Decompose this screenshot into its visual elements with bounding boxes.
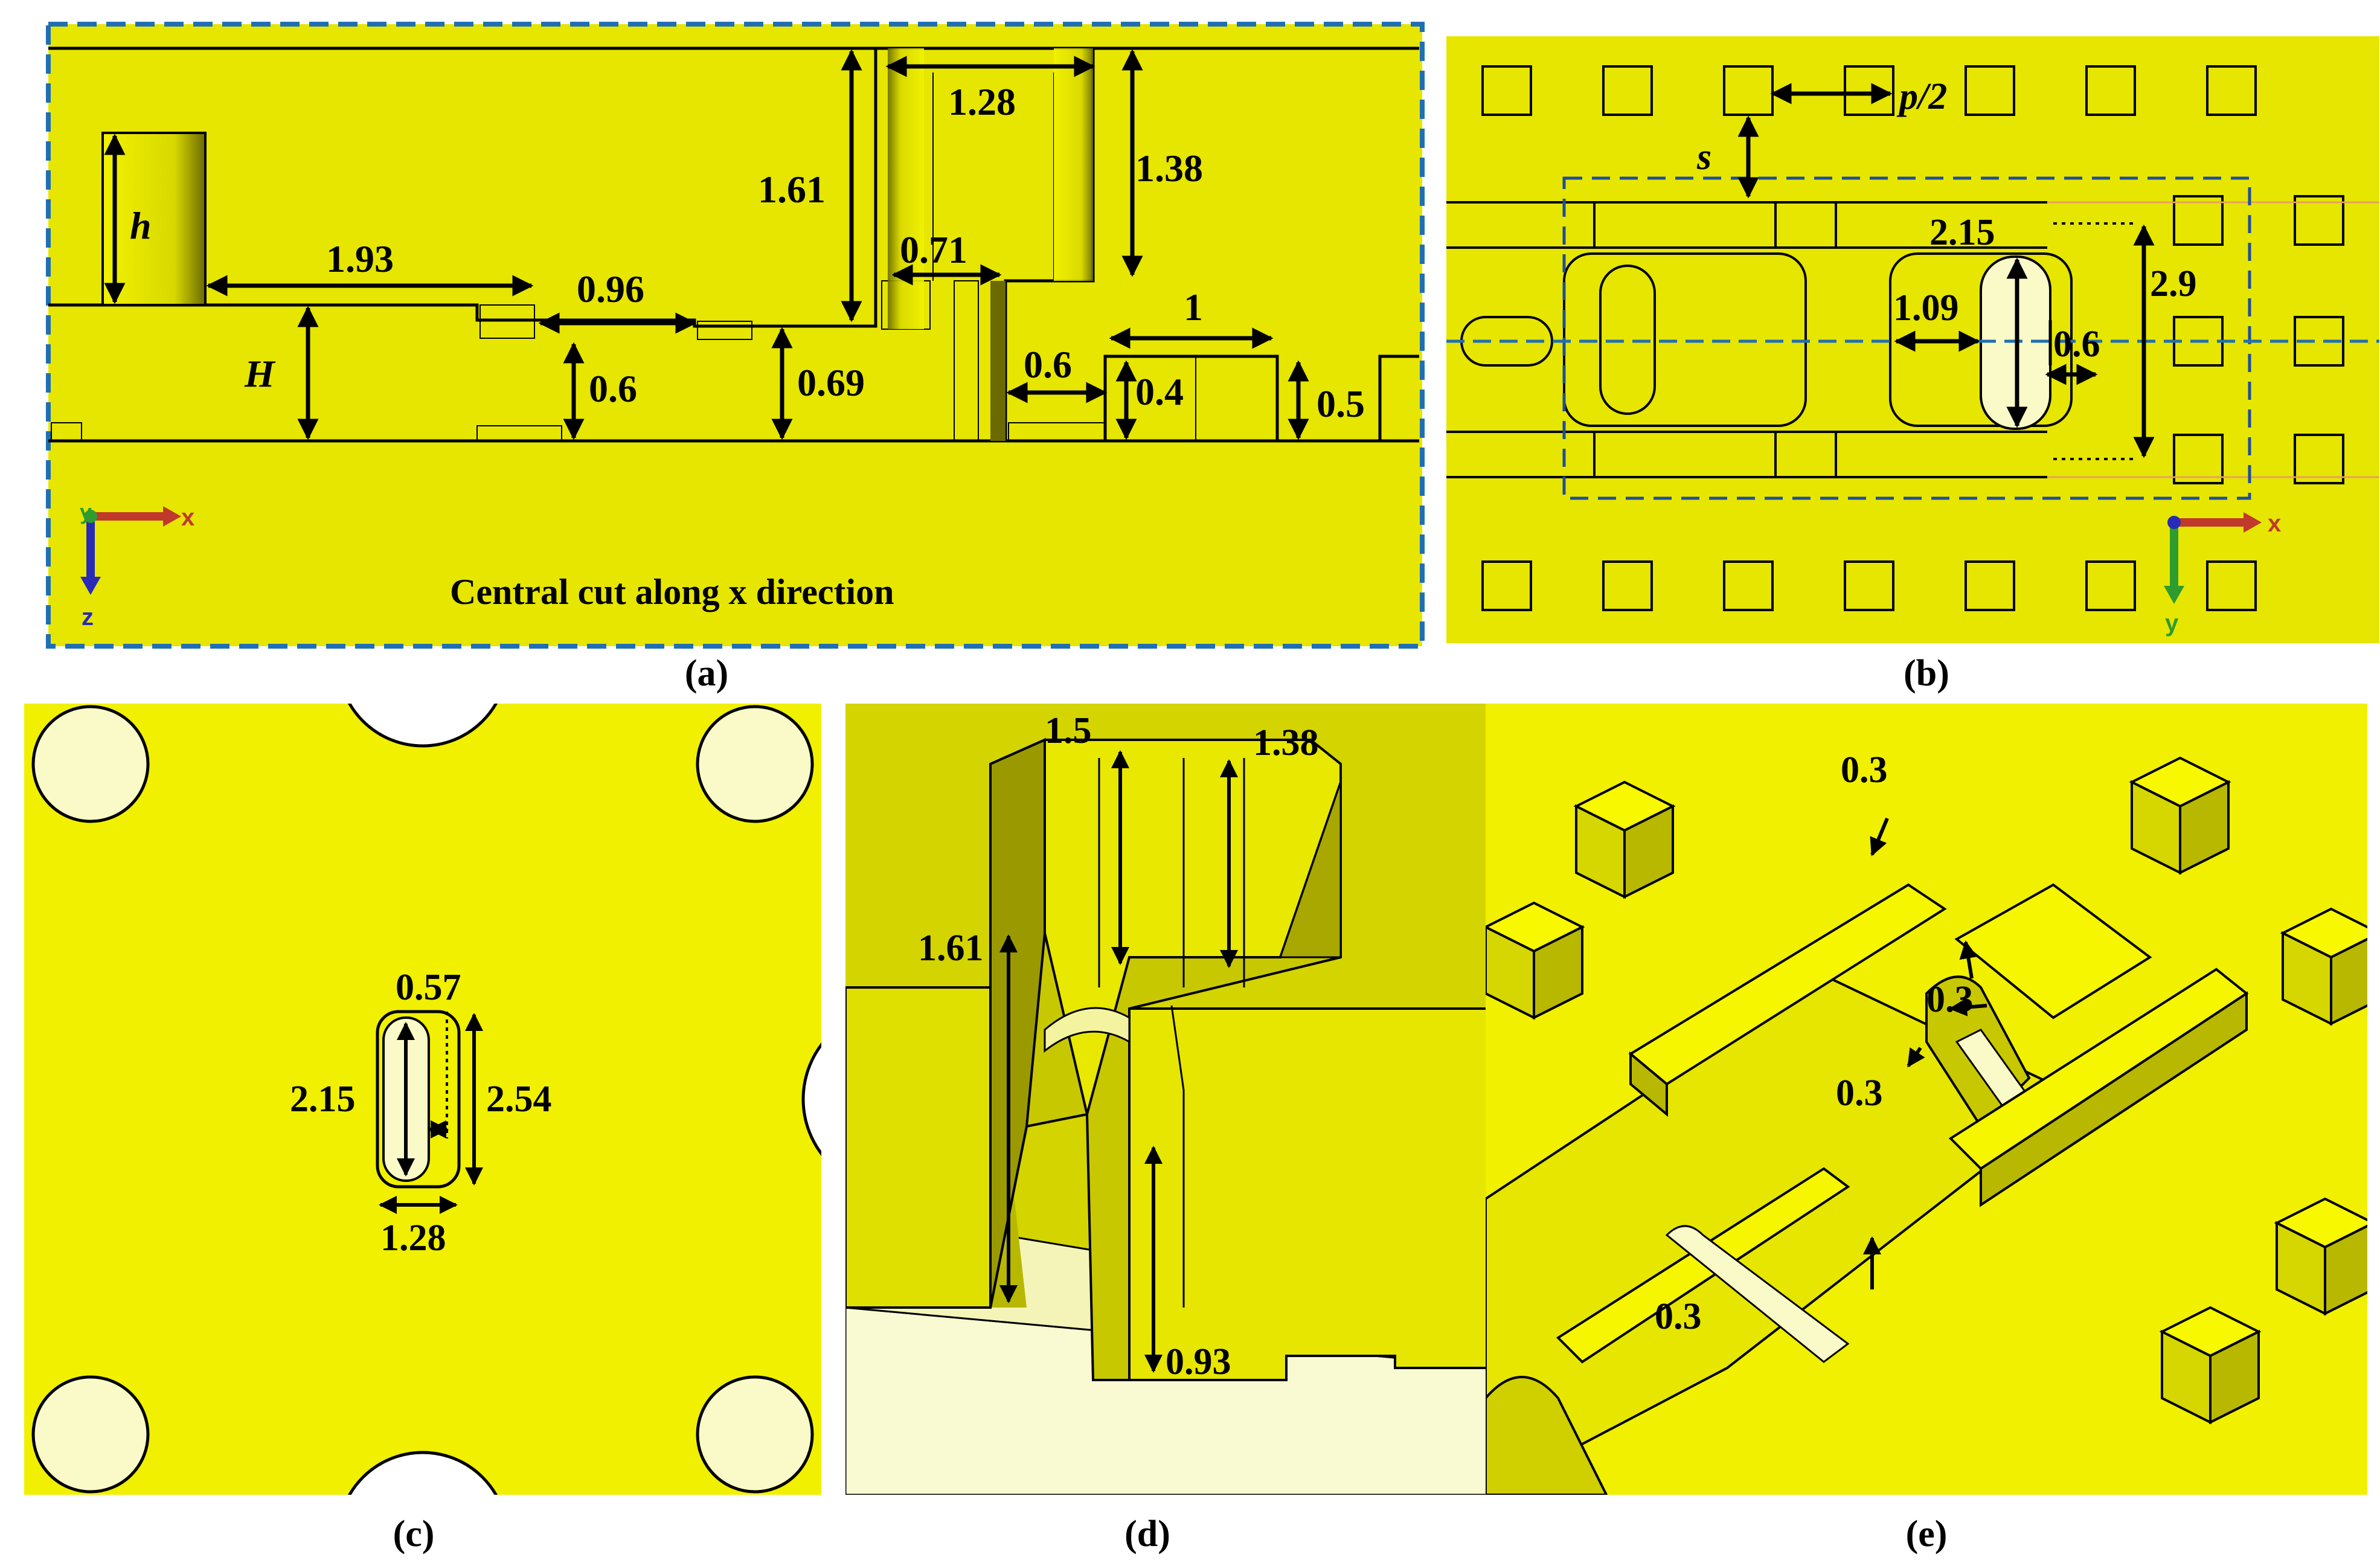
label-1-38-a: 1.38 <box>1135 147 1203 190</box>
label-0-71: 0.71 <box>900 228 967 271</box>
label-0-69: 0.69 <box>797 361 865 404</box>
cavity-wall-left <box>888 48 924 329</box>
panel-e: 0.3 0.3 0.3 0.3 (e) <box>1486 704 2367 1555</box>
caption-e: (e) <box>1906 1513 1948 1555</box>
label-1-61-d: 1.61 <box>918 928 984 969</box>
label-s: s <box>1696 136 1711 178</box>
panel-d: 1.5 1.38 1.61 0.93 (d) <box>845 704 1507 1555</box>
axis-z-label: z <box>82 604 94 631</box>
label-1-93: 1.93 <box>326 237 394 280</box>
panel-a-dimension-arrows <box>104 49 1309 440</box>
panel-b-dimension-arrows <box>1737 83 2155 458</box>
label-1: 1 <box>1184 286 1203 329</box>
label-0-57: 0.57 <box>396 967 461 1008</box>
label-0-6-b2: 0.6 <box>2053 324 2100 365</box>
panel-c: 0.57 2.15 2.54 1.28 (c) <box>24 704 821 1555</box>
label-1-5: 1.5 <box>1045 710 1092 751</box>
label-2-15-b: 2.15 <box>1929 212 1995 253</box>
panel-a: h H 1.93 0.96 0.6 0.69 1.61 1.28 1.38 0.… <box>46 22 1425 694</box>
label-0-3-c: 0.3 <box>1836 1073 1883 1114</box>
label-1-38-d: 1.38 <box>1253 722 1319 763</box>
panel-e-view <box>1486 704 2367 1495</box>
label-0-5: 0.5 <box>1317 382 1365 425</box>
label-1-28-a: 1.28 <box>948 80 1016 123</box>
label-2-15-c: 2.15 <box>290 1079 356 1120</box>
label-0-93: 0.93 <box>1166 1341 1231 1382</box>
step-shadow <box>990 281 1006 441</box>
label-1-09: 1.09 <box>1893 287 1959 329</box>
label-H: H <box>244 352 276 395</box>
panel-a-frame <box>46 22 1425 649</box>
corner-hole <box>696 1375 814 1494</box>
label-0-3-d: 0.3 <box>1655 1296 1702 1337</box>
panel-d-dimension-arrows <box>999 750 1238 1373</box>
caption-d: (d) <box>1124 1513 1170 1555</box>
caption-b: (b) <box>1904 653 1949 694</box>
caption-c: (c) <box>393 1513 435 1555</box>
label-1-28-c: 1.28 <box>380 1218 446 1259</box>
edge-hole-top <box>347 704 498 748</box>
axis-triad-a: x y z <box>80 499 194 631</box>
label-0-3-b: 0.3 <box>1926 979 1974 1020</box>
axis-triad-b: x y <box>2164 510 2281 637</box>
panel-b: p/2 s 2.15 2.9 1.09 0.6 x y (b) <box>1446 36 2379 694</box>
label-0-6-b: 0.6 <box>1024 343 1072 386</box>
cavity-wall-right <box>1054 48 1093 281</box>
pin-cubes-e <box>1486 756 2367 1425</box>
label-0-3-a: 0.3 <box>1841 750 1888 791</box>
caption-a: (a) <box>685 653 728 694</box>
label-0-96: 0.96 <box>577 268 644 310</box>
axis-y-label-b: y <box>2165 610 2179 637</box>
corner-hole <box>31 1375 150 1494</box>
corner-hole <box>31 705 150 823</box>
corner-hole <box>696 705 814 823</box>
panel-d-view <box>845 704 1507 1495</box>
label-0-4: 0.4 <box>1135 370 1184 413</box>
axis-y-label: y <box>80 499 92 524</box>
label-1-61-a: 1.61 <box>758 168 826 211</box>
axis-x-label: x <box>181 504 194 531</box>
axis-x-label-b: x <box>2268 510 2281 537</box>
label-0-6-a: 0.6 <box>589 367 637 410</box>
panel-a-title: Central cut along x direction <box>450 572 894 612</box>
edge-hole-right <box>801 1042 821 1157</box>
red-guides-b <box>2047 201 2379 478</box>
y-axis-dot <box>84 510 97 523</box>
edge-hole-bottom <box>347 1451 498 1495</box>
panel-c-dimension-arrows <box>379 1013 483 1214</box>
pillar-h <box>101 132 207 306</box>
label-p-2: p/2 <box>1896 76 1947 117</box>
cut-region-b <box>1562 176 2251 500</box>
label-2-54: 2.54 <box>486 1079 552 1120</box>
panel-c-view <box>24 704 821 1495</box>
label-2-9: 2.9 <box>2150 263 2197 304</box>
panel-e-arrows <box>1863 817 1987 1289</box>
square-pins-b <box>1481 65 2344 611</box>
label-h: h <box>130 204 152 247</box>
